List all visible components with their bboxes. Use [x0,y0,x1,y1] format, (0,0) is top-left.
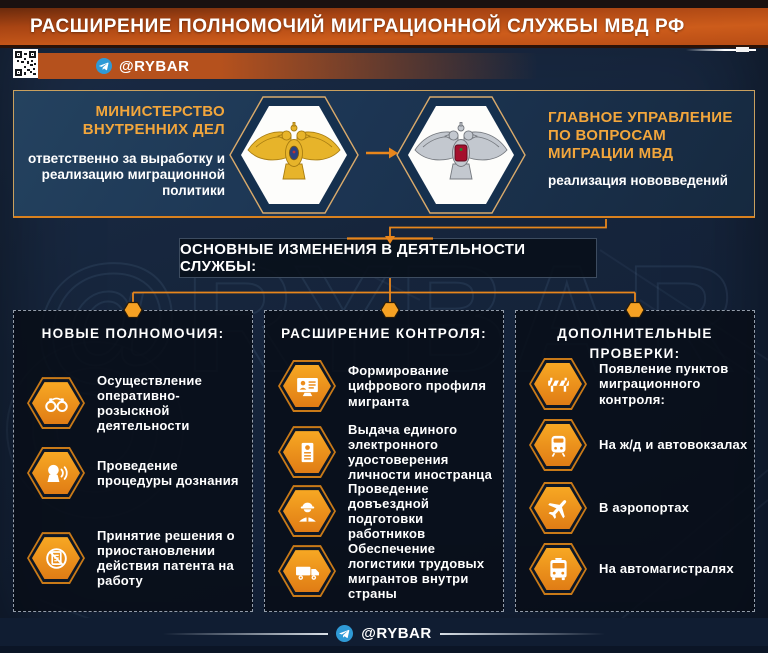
header-banner: РАСШИРЕНИЕ ПОЛНОМОЧИЙ МИГРАЦИОННОЙ СЛУЖБ… [0,8,768,48]
target-org-title: ГЛАВНОЕ УПРАВЛЕНИЕ ПО ВОПРОСАМ МИГРАЦИИ … [548,109,733,162]
item-text: Выдача единого электронного удостоверени… [348,422,493,483]
item-text: Формирование цифрового профиля мигранта [348,363,487,409]
train-icon [529,419,587,471]
handcuffs-icon [27,377,85,430]
item-text: Осуществление оперативно-розыскной деяте… [97,373,203,434]
list-item: Обеспечение логистики трудовых мигрантов… [278,541,497,601]
column-additional-checks: ДОПОЛНИТЕЛЬНЫЕ ПРОВЕРКИ: Появление пункт… [515,310,755,612]
telegram-icon [96,58,112,74]
org-flow-panel: МИНИСТЕРСТВО ВНУТРЕННИХ ДЕЛ ответственно… [13,90,755,218]
list-item: Появление пунктов миграционного контроля… [529,358,748,410]
patent-suspend-icon [27,532,85,585]
footer-rybar-badge[interactable]: @RYBAR [163,625,605,642]
footer-bar: @RYBAR [0,618,768,653]
divider-line [686,49,756,51]
column-title: РАСШИРЕНИЕ КОНТРОЛЯ: [281,326,487,341]
telegram-icon [336,625,354,642]
item-text: На автомагистралях [599,561,734,577]
divider-line-cap [736,47,749,52]
digital-profile-icon [278,360,336,412]
airplane-icon [529,482,587,534]
item-text: Проведение процедуры дознания [97,457,239,488]
column-new-powers: НОВЫЕ ПОЛНОМОЧИЯ: Осуществление оператив… [13,310,253,612]
id-card-icon [278,426,336,479]
guvm-silver-eagle-emblem [393,87,529,228]
top-strip [0,0,768,8]
list-item: Проведение довъездной подготовки работни… [278,481,497,541]
item-text: Обеспечение логистики трудовых мигрантов… [348,541,485,602]
list-item: На ж/д и автовокзалах [529,419,748,471]
section-banner: ОСНОВНЫЕ ИЗМЕНЕНИЯ В ДЕЯТЕЛЬНОСТИ СЛУЖБЫ… [179,238,597,278]
bus-icon [529,543,587,595]
item-text: Проведение довъездной подготовки работни… [348,481,430,542]
footer-line-right [439,632,605,635]
list-item: Выдача единого электронного удостоверени… [278,422,497,482]
barrier-icon [529,358,587,410]
footer-handle-label: @RYBAR [361,625,432,642]
rybar-channel-badge[interactable]: @RYBAR [38,53,558,79]
list-item: В аэропортах [529,482,748,534]
list-item: Осуществление оперативно-розыскной деяте… [27,373,246,433]
worker-icon [278,485,336,538]
list-item: Принятие решения о приостановлении дейст… [27,528,246,588]
target-org-description: реализация нововведений [548,173,728,188]
interrogation-icon [27,447,85,499]
mvd-gold-eagle-emblem [226,87,362,228]
list-item: На автомагистралях [529,543,748,595]
item-text: Появление пунктов миграционного контроля… [599,361,729,407]
column-title: ДОПОЛНИТЕЛЬНЫЕ ПРОВЕРКИ: [557,326,713,361]
qr-code [13,49,38,78]
column-title: НОВЫЕ ПОЛНОМОЧИЯ: [41,326,225,341]
column-expanded-control: РАСШИРЕНИЕ КОНТРОЛЯ: Формирование цифров… [264,310,504,612]
truck-icon [278,545,336,598]
list-item: Формирование цифрового профиля мигранта [278,360,497,412]
source-org-description: ответственно за выработку и реализацию м… [27,151,225,199]
list-item: Проведение процедуры дознания [27,447,246,499]
source-org-title: МИНИСТЕРСТВО ВНУТРЕННИХ ДЕЛ [82,103,225,138]
page-title: РАСШИРЕНИЕ ПОЛНОМОЧИЙ МИГРАЦИОННОЙ СЛУЖБ… [30,15,685,37]
footer-line-left [163,632,329,635]
item-text: Принятие решения о приостановлении дейст… [97,528,235,589]
section-banner-text: ОСНОВНЫЕ ИЗМЕНЕНИЯ В ДЕЯТЕЛЬНОСТИ СЛУЖБЫ… [180,241,526,275]
item-text: На ж/д и автовокзалах [599,437,748,453]
rybar-handle-label: @RYBAR [119,57,190,75]
item-text: В аэропортах [599,500,690,516]
